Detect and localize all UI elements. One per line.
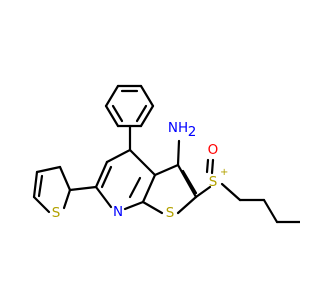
bond (62, 188, 72, 210)
bond (220, 182, 242, 202)
oxygen-text: O (208, 142, 219, 158)
bond (141, 200, 164, 215)
bond (128, 148, 157, 177)
amine-subscript-text: 2 (188, 124, 197, 140)
bond (104, 104, 120, 128)
bonds (32, 84, 300, 224)
amine-nh-text: NH (168, 120, 188, 136)
bond (128, 176, 142, 199)
bond (153, 163, 180, 177)
atom-labels: NH 2 O S + S N S (52, 120, 229, 221)
thiophene-sulfur-text: S (166, 205, 175, 221)
bond (37, 174, 44, 198)
bond (104, 84, 120, 108)
sulfinyl-sulfur-text: S (209, 174, 218, 190)
bond (32, 195, 51, 214)
amine-label: NH 2 (168, 120, 196, 140)
bond (105, 148, 132, 164)
bond (194, 185, 212, 199)
bond (94, 185, 113, 209)
dihydrothiophene-sulfur-label: S (52, 205, 61, 221)
bond (58, 165, 72, 192)
bond (139, 104, 155, 128)
pyridine-nitrogen-label: N (113, 204, 123, 220)
bond (123, 200, 145, 211)
dihydrothiophene-sulfur-text: S (52, 205, 61, 221)
bond (176, 139, 181, 167)
bond (135, 104, 148, 123)
bond (141, 173, 157, 204)
thiophene-sulfur-label: S (166, 205, 175, 221)
bond (94, 160, 109, 189)
bond (205, 158, 210, 174)
bond (176, 163, 198, 199)
bond (262, 198, 279, 224)
molecule-diagram: NH 2 O S + S N S (32, 84, 300, 224)
sulfinyl-sulfur-label: S + (209, 167, 229, 190)
oxygen-label: O (208, 142, 219, 158)
bond (68, 185, 98, 192)
bond (100, 165, 113, 189)
bond (35, 165, 62, 174)
pyridine-nitrogen-text: N (113, 204, 123, 220)
bond (139, 84, 155, 108)
bond (176, 195, 198, 215)
bond (32, 170, 39, 199)
bond (210, 158, 215, 175)
structure-canvas: NH 2 O S + S N S (32, 84, 300, 224)
bond (181, 169, 198, 195)
bond (111, 104, 124, 123)
positive-charge-symbol: + (220, 167, 228, 178)
